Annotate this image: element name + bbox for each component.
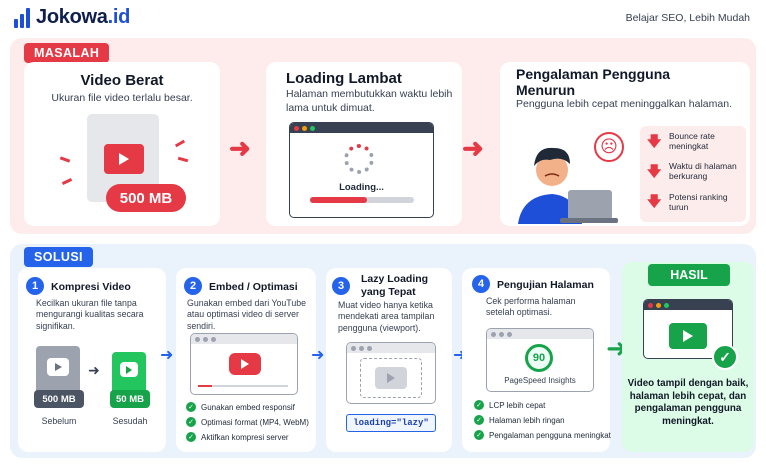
tagline: Belajar SEO, Lebih Mudah [625, 12, 750, 24]
card-text: Ukuran file video terlalu besar. [51, 92, 193, 104]
step-title: Lazy Loading yang Tepat [361, 273, 429, 298]
after-label: Sesudah [112, 416, 148, 426]
check-item: Halaman lebih ringan [489, 415, 565, 425]
logo-suffix: .id [107, 6, 131, 28]
step-number: 4 [472, 275, 490, 293]
card-text: Pengguna lebih cepat meninggalkan halama… [516, 98, 732, 110]
arrow-right-icon: ➜ [311, 347, 325, 364]
score-gauge: 90 [525, 344, 553, 372]
arrow-down-icon: 🡇 [647, 163, 662, 179]
file-size-badge: 500 MB [106, 184, 186, 212]
stat-item: Potensi ranking turun [669, 192, 728, 213]
check-icon: ✓ [186, 417, 196, 427]
hasil-text: Video tampil dengan baik, halaman lebih … [627, 378, 749, 428]
logo[interactable]: Jokowa.id [14, 6, 130, 29]
hasil-tag: HASIL [648, 264, 730, 286]
check-item: Optimasi format (MP4, WebM) [201, 417, 309, 427]
check-item: LCP lebih cepat [489, 400, 546, 410]
spinner-icon [344, 144, 374, 174]
loading-label: Loading... [339, 182, 384, 193]
arrow-right-icon: ➜ [462, 133, 484, 163]
check-icon: ✓ [712, 344, 738, 370]
stat-item: Bounce rate meningkat [669, 131, 715, 152]
check-icon: ✓ [186, 432, 196, 442]
arrow-right-icon: ➜ [229, 133, 251, 163]
check-icon: ✓ [474, 430, 484, 440]
play-icon [669, 323, 707, 349]
step-number: 2 [184, 277, 202, 295]
play-icon [375, 367, 407, 389]
video-seek-bar[interactable] [198, 385, 288, 387]
card-title: Loading Lambat [286, 70, 402, 87]
masalah-tag: MASALAH [24, 43, 110, 63]
arrow-right-icon: ➜ [88, 362, 100, 378]
check-item: Aktifkan kompresi server [201, 432, 289, 442]
stat-item: Waktu di halaman berkurang [669, 161, 737, 182]
step-number: 3 [332, 277, 350, 295]
card-title: Pengalaman Pengguna Menurun [516, 66, 671, 99]
size-before-badge: 500 MB [34, 390, 84, 408]
check-icon: ✓ [474, 400, 484, 410]
check-icon: ✓ [474, 415, 484, 425]
size-after-badge: 50 MB [110, 390, 150, 408]
solusi-tag: SOLUSI [24, 247, 93, 267]
step-text: Kecilkan ukuran file tanpa mengurangi ku… [36, 298, 144, 331]
score-label: PageSpeed Insights [504, 376, 576, 385]
code-snippet: loading="lazy" [346, 414, 436, 432]
check-icon: ✓ [186, 402, 196, 412]
arrow-right-icon: ➜ [160, 347, 174, 364]
card-title: Video Berat [80, 72, 164, 89]
arrow-down-icon: 🡇 [647, 133, 662, 149]
viewport-frame [360, 358, 422, 398]
youtube-play-icon[interactable] [229, 353, 261, 375]
sad-face-icon: ☹ [594, 132, 624, 162]
step-title: Kompresi Video [51, 281, 131, 293]
check-item: Gunakan embed responsif [201, 402, 295, 412]
step-title: Pengujian Halaman [497, 279, 594, 291]
bar-chart-icon [14, 7, 30, 28]
step-text: Cek performa halaman setelah optimasi. [486, 296, 576, 318]
file-icon [112, 352, 146, 396]
progress-fill [310, 197, 368, 203]
check-item: Pengalaman pengguna meningkat [489, 430, 611, 440]
logo-text: Jokowa [36, 6, 108, 28]
stats-box [640, 126, 746, 222]
arrow-down-icon: 🡇 [647, 193, 662, 209]
progress-track [310, 197, 414, 203]
step-number: 1 [26, 277, 44, 295]
card-text: Halaman membutukkan waktu lebih lama unt… [286, 88, 453, 114]
play-icon [104, 144, 144, 174]
step-text: Gunakan embed dari YouTube atau optimasi… [187, 298, 307, 331]
frustrated-user-illustration [510, 132, 620, 224]
step-text: Muat video hanya ketika mendekati area t… [338, 300, 435, 333]
before-label: Sebelum [41, 416, 77, 426]
step-title: Embed / Optimasi [209, 281, 298, 293]
